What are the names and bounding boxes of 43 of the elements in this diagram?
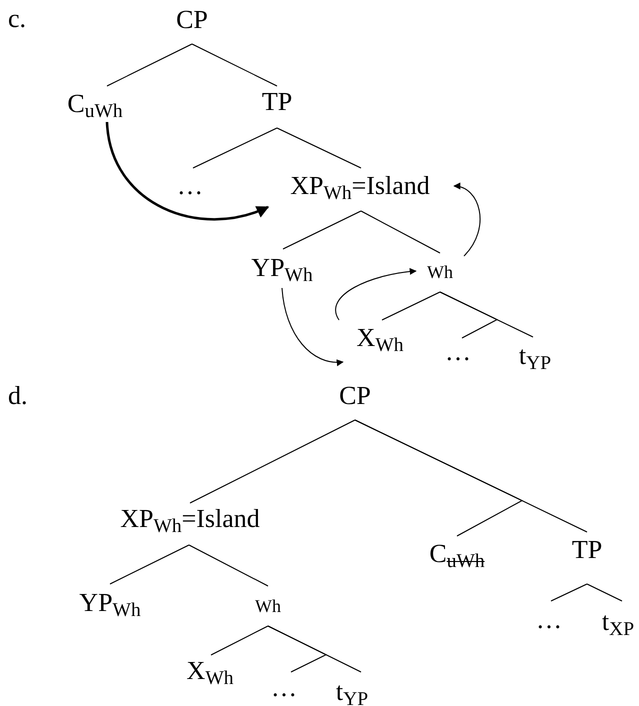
tree-branch <box>282 210 362 250</box>
tree-branch <box>586 584 622 602</box>
tree-branch <box>440 292 534 338</box>
tree-node-label: t$_{YP}$ <box>336 679 368 705</box>
tree-branch <box>106 44 192 86</box>
tree-branch <box>360 210 440 254</box>
tree-branch <box>188 544 268 586</box>
tree-node-label: CP <box>339 383 371 409</box>
movement-arrow <box>106 122 270 221</box>
tree-branch <box>354 420 588 532</box>
tree-node-label: … <box>177 173 203 199</box>
tree-node-label: X$_{Wh}$ <box>356 325 404 351</box>
tree-node-label: XP$_{Wh}$=Island <box>120 506 260 532</box>
tree-node-label: … <box>536 607 562 633</box>
tree-node-label: YP$_{Wh}$ <box>251 255 313 281</box>
tree-branch <box>382 292 440 320</box>
tree-node-label: YP$_{Wh}$ <box>79 590 141 616</box>
tree-node-label: … <box>271 675 297 701</box>
tree-node-label: CP <box>176 7 208 33</box>
tree-node-label: TP <box>572 537 602 563</box>
tree-node-label: C$_{uWh}$ <box>429 541 485 567</box>
tree-branch <box>210 626 268 656</box>
movement-arrow <box>335 268 417 320</box>
tree-node-label: Wh <box>255 597 281 615</box>
tree-branch <box>550 584 588 602</box>
tree-node-label: C$_{uWh}$ <box>67 91 123 117</box>
tree-node-label: t$_{XP}$ <box>602 609 634 635</box>
tree-branch <box>190 420 356 504</box>
example-label: d. <box>8 383 28 409</box>
tree-branch <box>110 544 190 584</box>
tree-node-label: … <box>445 339 471 365</box>
tree-node-label: Wh <box>427 263 453 281</box>
example-label: c. <box>8 6 26 32</box>
tree-node-label: t$_{YP}$ <box>518 343 552 369</box>
movement-arrow <box>453 183 481 256</box>
tree-branch <box>268 626 362 672</box>
tree-node-label: TP <box>262 89 292 115</box>
tree-node-label: X$_{Wh}$ <box>186 658 234 684</box>
tree-branch <box>276 128 362 168</box>
tree-branch <box>192 44 278 86</box>
movement-arrow <box>282 288 344 366</box>
tree-node-label: XP$_{Wh}$=Island <box>290 173 430 199</box>
tree-branch <box>192 128 278 168</box>
